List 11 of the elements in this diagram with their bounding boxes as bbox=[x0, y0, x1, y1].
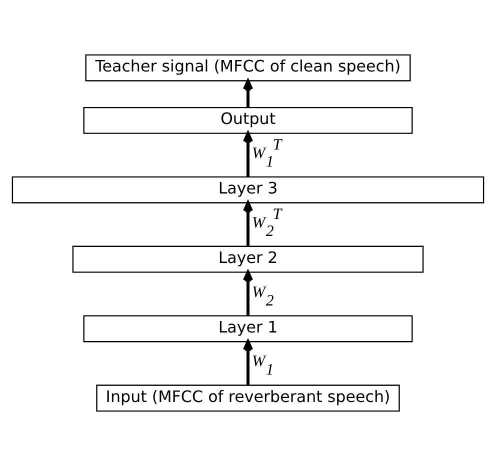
arrow bbox=[242, 79, 254, 107]
node-box: Input (MFCC of reverberant speech) bbox=[96, 384, 400, 412]
arrow bbox=[242, 131, 254, 176]
arrow bbox=[242, 340, 254, 385]
node-box: Layer 3 bbox=[12, 176, 484, 203]
node-box: Layer 2 bbox=[72, 245, 424, 272]
node-box: Teacher signal (MFCC of clean speech) bbox=[85, 54, 411, 81]
node-box: Output bbox=[83, 106, 413, 134]
node-box: Layer 1 bbox=[83, 314, 413, 342]
arrow bbox=[242, 270, 254, 316]
arrow bbox=[242, 200, 254, 246]
